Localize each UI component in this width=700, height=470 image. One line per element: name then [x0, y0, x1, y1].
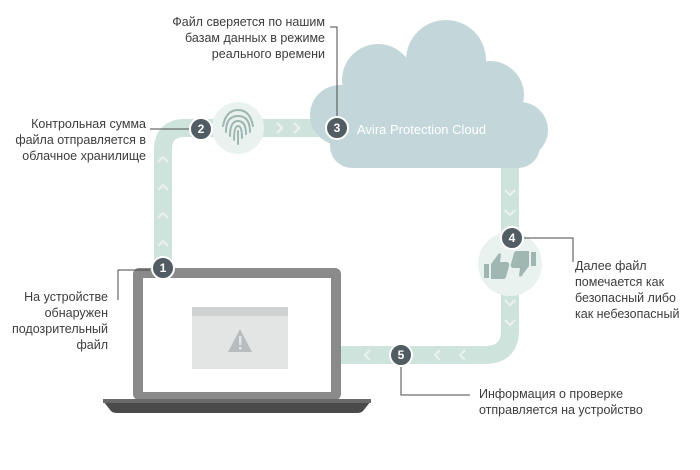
flow-path	[154, 119, 519, 364]
step-2-description: Контрольная сумма файла отправляется в о…	[15, 117, 146, 163]
step-badge-2: 2	[189, 117, 213, 141]
cloud-icon	[310, 20, 548, 168]
warning-window	[192, 307, 288, 369]
verdict-node	[478, 232, 542, 296]
step-number-5: 5	[398, 348, 405, 362]
step-4-description: Далее файл помечается как безопасный либ…	[575, 259, 680, 321]
step-number-1: 1	[160, 261, 167, 275]
step-badge-1: 1	[151, 256, 175, 280]
step-badge-3: 3	[325, 116, 349, 140]
warning-icon	[228, 329, 252, 352]
cloud-label: Avira Protection Cloud	[357, 122, 486, 137]
step-number-2: 2	[198, 122, 205, 136]
step-3-description: Файл сверяется по нашим базам данных в р…	[172, 15, 325, 61]
step-number-4: 4	[509, 231, 516, 245]
step-5-description: Информация о проверке отправляется на ус…	[479, 387, 643, 417]
thumbs-up-icon	[484, 253, 510, 279]
fingerprint-icon	[222, 108, 254, 145]
thumbs-down-icon	[510, 251, 536, 277]
step-badge-5: 5	[389, 343, 413, 367]
leader-lines	[117, 26, 574, 396]
step-number-3: 3	[334, 121, 341, 135]
step-1-description: На устройстве обнаружен подозрительный ф…	[11, 290, 108, 352]
fingerprint-node	[212, 102, 264, 154]
flow-arrows	[157, 122, 516, 361]
step-badge-4: 4	[500, 226, 524, 250]
